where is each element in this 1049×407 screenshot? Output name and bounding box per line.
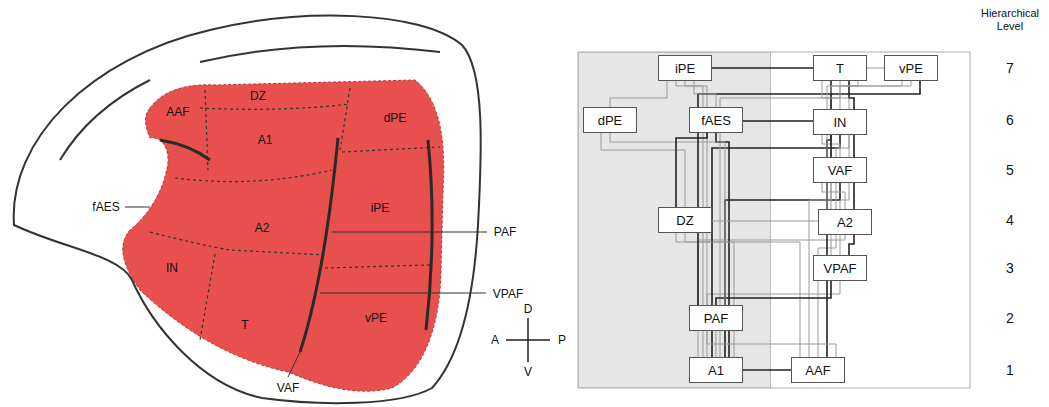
- area-name: VPAF: [824, 261, 857, 276]
- level-number: 7: [1006, 60, 1014, 76]
- leader-line: [288, 352, 300, 377]
- area-box: T: [813, 55, 867, 81]
- area-label: T: [241, 319, 248, 333]
- area-label: iPE: [371, 202, 390, 216]
- level-number: 6: [1006, 112, 1014, 128]
- brain-outline: [14, 16, 481, 403]
- connection-line: [712, 67, 813, 69]
- area-name: A2: [837, 215, 853, 230]
- connection-line: [840, 81, 858, 109]
- area-name: A1: [708, 363, 724, 378]
- connection-line: [685, 233, 734, 357]
- hierarchy-frame: [578, 52, 970, 388]
- area-label: A1: [258, 134, 273, 148]
- area-border: [150, 232, 325, 255]
- compass-axis: [527, 318, 529, 362]
- area-border: [175, 170, 332, 182]
- area-label: VAF: [277, 382, 299, 396]
- leader-line: [125, 207, 150, 208]
- area-box: IN: [813, 109, 867, 135]
- connection-line: [743, 120, 813, 122]
- area-label: IN: [166, 262, 178, 276]
- area-box: dPE: [583, 107, 637, 133]
- area-label: fAES: [92, 201, 119, 215]
- connection-line: [822, 183, 845, 209]
- area-borders: [150, 88, 440, 340]
- area-box: PAF: [689, 305, 743, 331]
- connection-line: [610, 81, 667, 107]
- connection-line: [676, 133, 707, 207]
- connection-line: [698, 81, 831, 305]
- area-label: vPE: [365, 312, 387, 326]
- area-border: [200, 104, 350, 109]
- leader-lines: [125, 207, 487, 377]
- connection-line: [601, 133, 685, 207]
- area-name: T: [836, 61, 844, 76]
- area-label: dPE: [384, 112, 407, 126]
- area-border: [325, 265, 430, 268]
- sulcus-line: [300, 138, 338, 352]
- connection-line: [867, 68, 884, 69]
- area-name: fAES: [701, 113, 731, 128]
- sulcus-line: [160, 140, 210, 160]
- compass-letter: A: [491, 334, 499, 348]
- sulcus-line: [200, 46, 440, 62]
- area-box: AAF: [791, 357, 845, 383]
- area-name: AAF: [805, 363, 830, 378]
- connection-line: [849, 235, 854, 255]
- area-box: VAF: [813, 157, 867, 183]
- area-border: [342, 147, 440, 152]
- connection-line: [707, 331, 836, 357]
- level-number: 3: [1006, 260, 1014, 276]
- axis-title: Hierarchical Level: [972, 7, 1048, 32]
- sulcus-line: [60, 80, 150, 160]
- area-label: PAF: [494, 226, 516, 240]
- compass-letter: D: [524, 303, 533, 317]
- connection-line: [831, 81, 920, 157]
- connection-line: [743, 369, 791, 371]
- area-border: [200, 254, 215, 340]
- leader-line: [320, 293, 486, 294]
- area-name: VAF: [828, 163, 852, 178]
- area-box: fAES: [689, 107, 743, 133]
- area-label: A2: [255, 222, 270, 236]
- area-box: A1: [689, 357, 743, 383]
- area-name: PAF: [704, 311, 728, 326]
- area-box: VPAF: [813, 255, 867, 281]
- area-label: VPAF: [493, 288, 523, 302]
- sulcus-line: [426, 140, 432, 330]
- level-number: 2: [1006, 310, 1014, 326]
- area-name: iPE: [675, 61, 695, 76]
- brain-fill: [14, 16, 481, 403]
- connection-line: [610, 133, 725, 305]
- area-box: vPE: [884, 55, 938, 81]
- leader-line: [332, 232, 487, 233]
- connection-line: [849, 81, 854, 209]
- grey-panel: [579, 53, 771, 388]
- area-border: [340, 88, 350, 150]
- connection-line: [712, 221, 818, 222]
- area-box: iPE: [658, 55, 712, 81]
- connection-line: [694, 81, 716, 107]
- area-box: DZ: [658, 207, 712, 233]
- level-number: 4: [1006, 212, 1014, 228]
- area-box: A2: [818, 209, 872, 235]
- area-label: AAF: [166, 106, 189, 120]
- area-name: dPE: [598, 113, 623, 128]
- compass-letter: V: [524, 366, 532, 380]
- area-label: DZ: [250, 90, 266, 104]
- level-number: 1: [1006, 362, 1014, 378]
- area-name: DZ: [676, 213, 693, 228]
- compass-letter: P: [558, 334, 566, 348]
- area-name: vPE: [899, 61, 923, 76]
- connection-line: [827, 81, 902, 209]
- level-number: 5: [1006, 162, 1014, 178]
- auditory-region: [123, 80, 444, 391]
- compass: [506, 318, 550, 362]
- connection-line: [676, 233, 800, 357]
- connection-line: [716, 281, 831, 305]
- area-name: IN: [834, 115, 847, 130]
